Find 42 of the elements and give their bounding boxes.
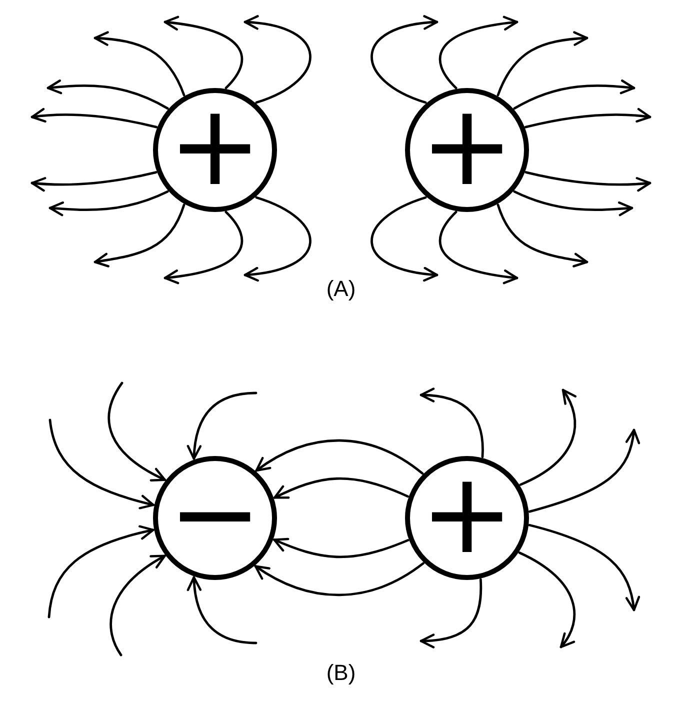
- field-line-arrow: [513, 190, 634, 216]
- field-line-arrow: [528, 428, 640, 513]
- field-line-arrow: [108, 382, 166, 482]
- field-line-arrow: [370, 196, 438, 281]
- field-line-arrow: [438, 16, 518, 90]
- field-line-arrow: [164, 16, 244, 90]
- panel-label: (A): [326, 276, 356, 302]
- field-line-arrow: [420, 578, 482, 648]
- field-line-arrow: [254, 562, 424, 596]
- field-line-arrow: [94, 204, 186, 268]
- field-line-arrow: [370, 16, 438, 104]
- field-line-arrow: [496, 204, 588, 268]
- field-line-arrow: [255, 439, 424, 475]
- field-line-arrow: [48, 190, 169, 216]
- field-line-arrow: [46, 79, 169, 110]
- field-line-arrow: [272, 538, 410, 558]
- field-line-arrow: [244, 196, 312, 281]
- field-line-arrow: [110, 554, 166, 656]
- field-line-arrow: [496, 31, 588, 96]
- field-line-arrow: [528, 524, 640, 612]
- field-line-arrow: [94, 31, 186, 96]
- panel-label: (B): [326, 660, 356, 686]
- field-line-arrow: [187, 392, 258, 460]
- field-line-arrow: [524, 171, 652, 192]
- field-line-arrow: [187, 576, 258, 644]
- field-line-arrow: [420, 388, 484, 458]
- field-line-arrow: [48, 418, 155, 510]
- charge-sign: +: [420, 90, 514, 202]
- field-line-arrow: [244, 16, 312, 104]
- field-line-arrow: [518, 552, 576, 648]
- field-line-arrow: [48, 526, 154, 618]
- charge-sign: −: [168, 458, 262, 570]
- field-line-arrow: [524, 108, 652, 128]
- field-line-arrow: [513, 79, 636, 110]
- field-line-arrow: [30, 171, 158, 192]
- field-line-arrow: [519, 388, 576, 486]
- charge-sign: +: [420, 458, 514, 570]
- field-line-arrow: [438, 210, 518, 284]
- field-line-arrow: [273, 477, 410, 499]
- field-line-arrow: [30, 108, 158, 128]
- charge-sign: +: [168, 90, 262, 202]
- field-line-arrow: [164, 210, 244, 284]
